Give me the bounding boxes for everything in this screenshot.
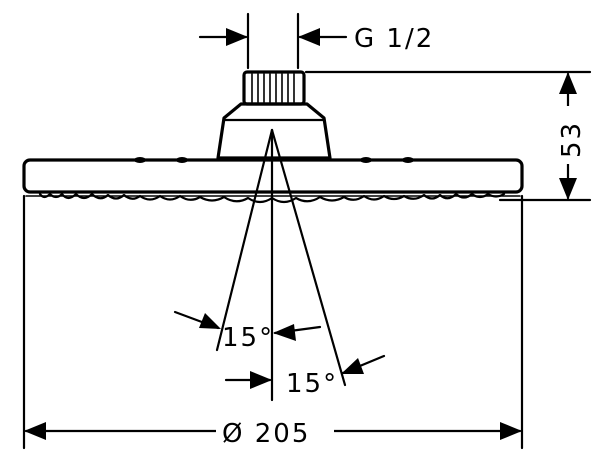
diameter-label: Ø 205: [222, 419, 310, 449]
top-nozzles: [134, 157, 414, 163]
height-label: 53: [557, 121, 587, 158]
angle-upper-dimension: 15°: [173, 310, 322, 353]
diameter-dimension: Ø 205: [22, 194, 524, 450]
angle-lower-dimension: 15°: [224, 354, 386, 399]
spray-angle-lines: [215, 128, 347, 402]
height-dimension: 53: [304, 70, 592, 202]
angle-lower-label: 15°: [286, 369, 338, 399]
thread-dimension: G 1/2: [198, 12, 434, 70]
thread-connector: [242, 70, 306, 106]
thread-label: G 1/2: [354, 24, 434, 54]
angle-upper-label: 15°: [222, 323, 274, 353]
swivel-joint: [216, 102, 332, 160]
